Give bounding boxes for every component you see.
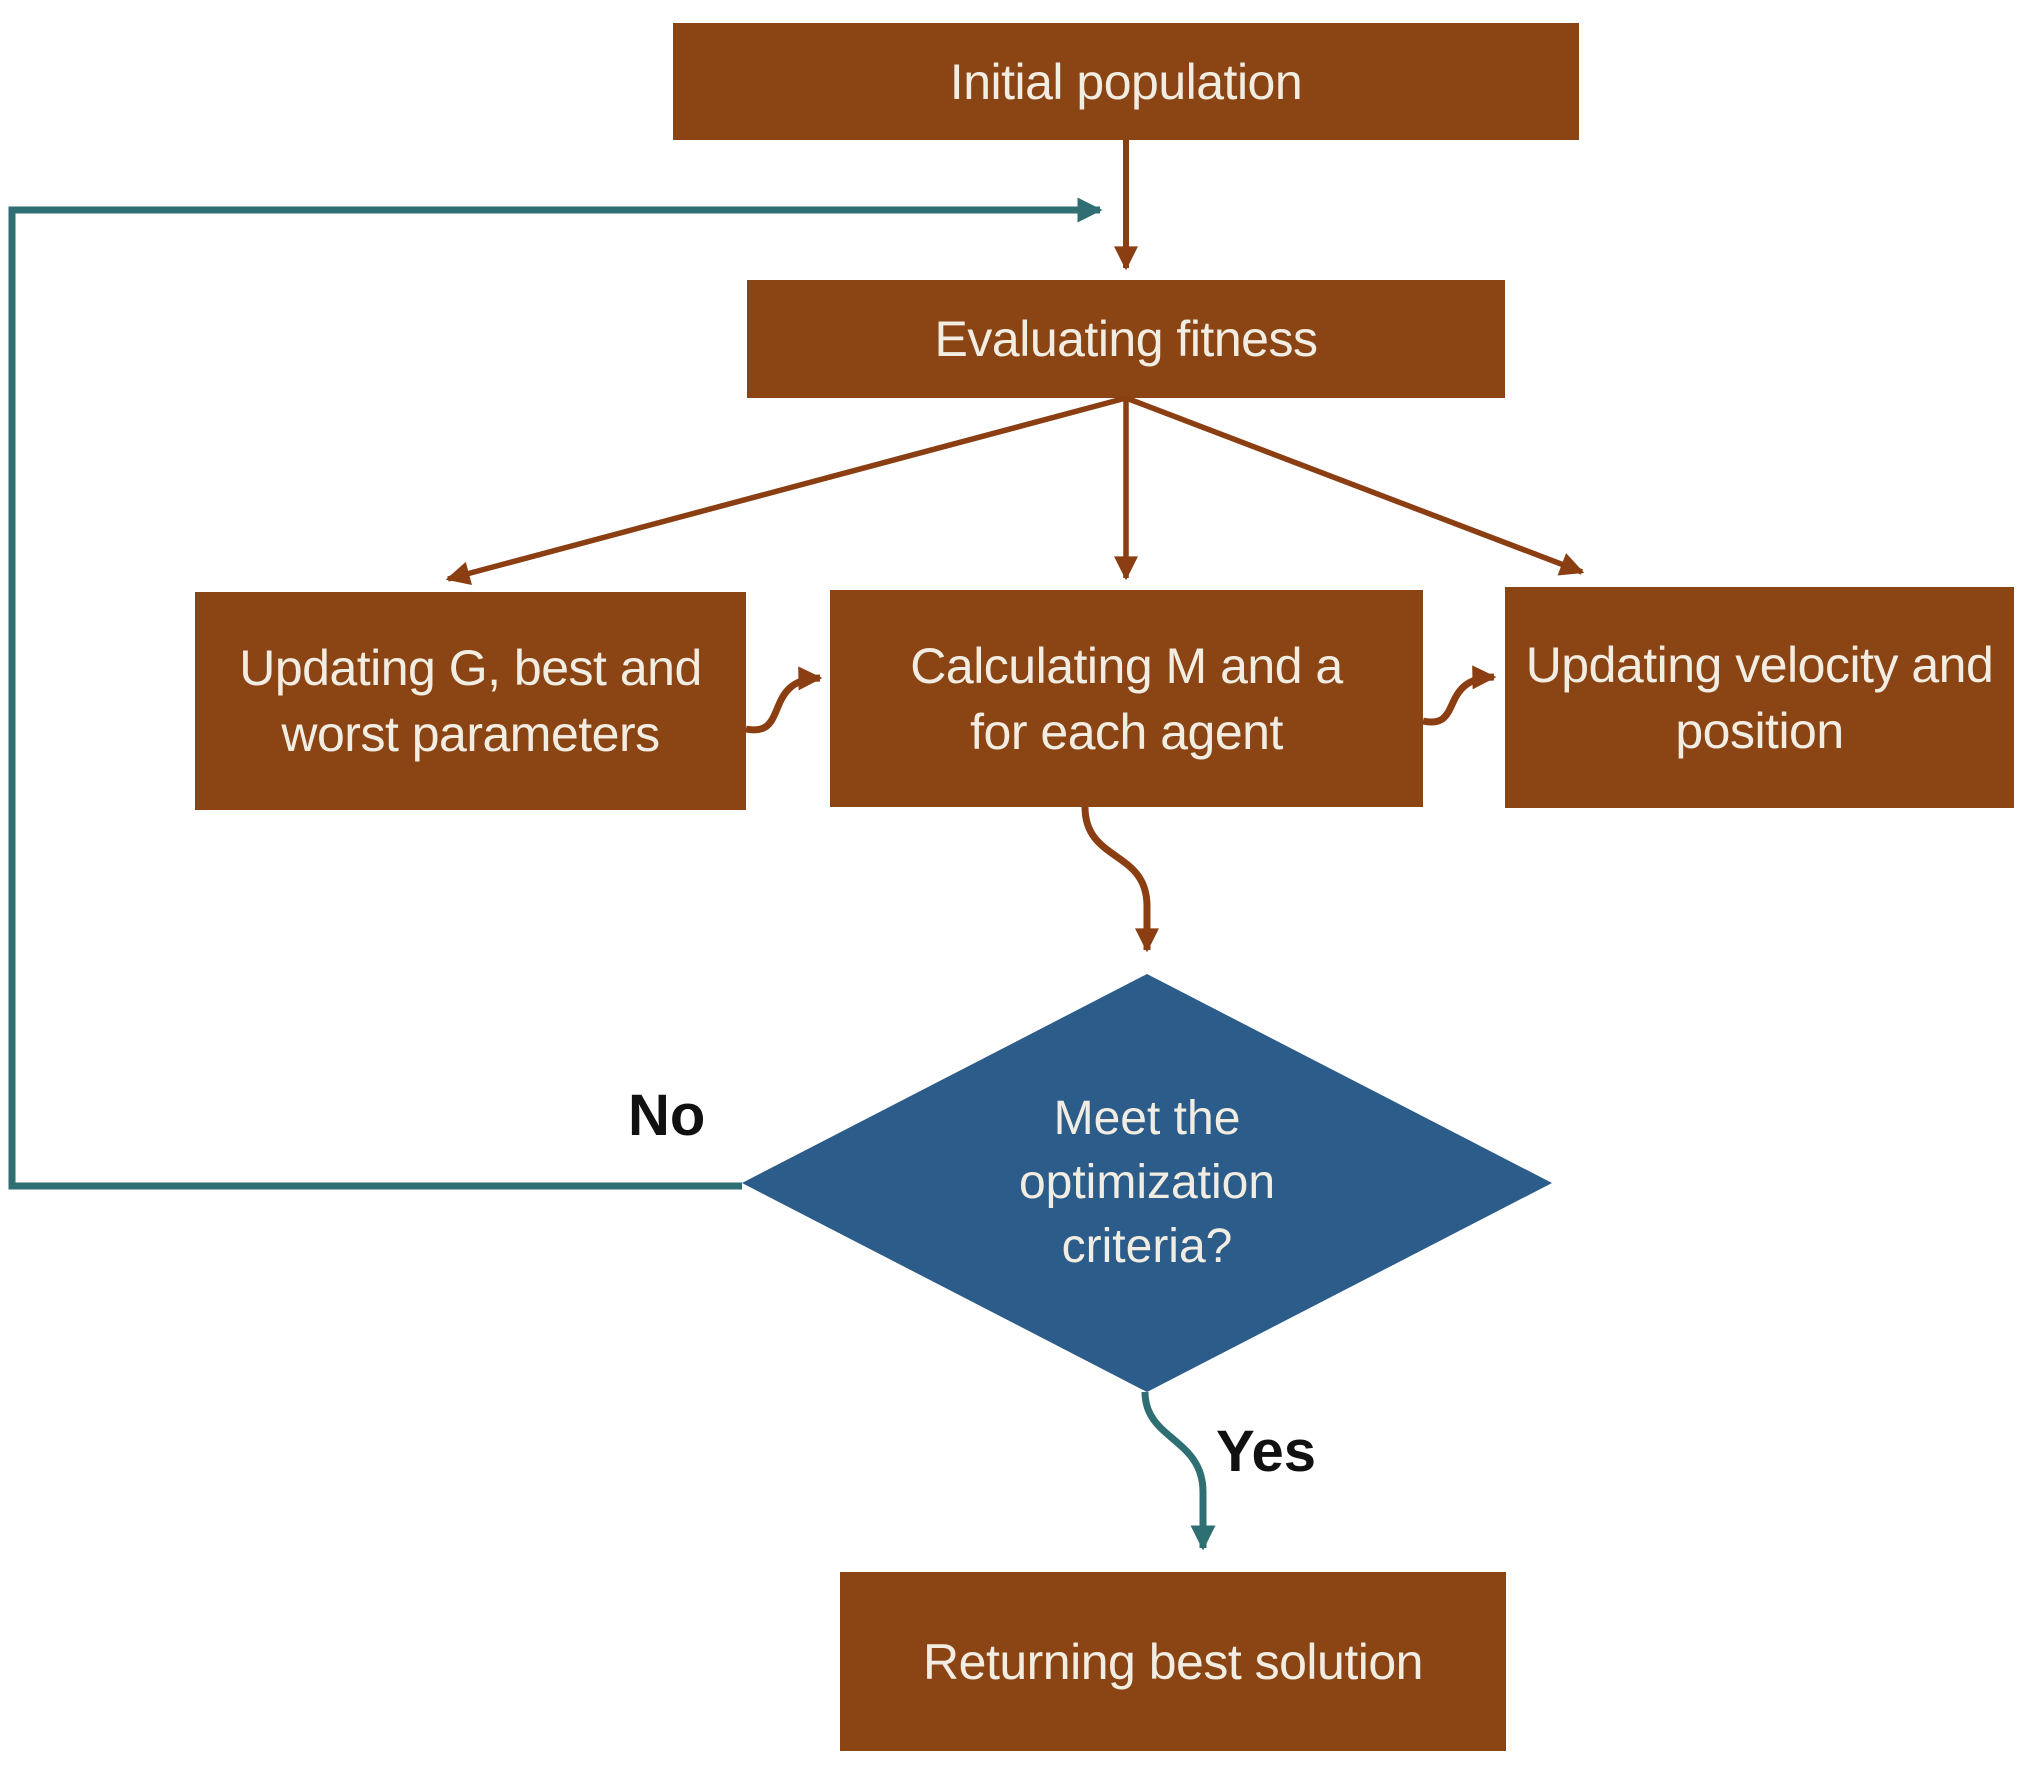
node-evaluating-fitness-label: Evaluating fitness xyxy=(934,311,1318,367)
node-updating-velocity-position-label: Updating velocity and position xyxy=(1525,636,1994,759)
node-returning-best-solution: Returning best solution xyxy=(840,1572,1506,1751)
flow-evaluating-to-updating-velocity xyxy=(1125,395,1585,576)
node-returning-best-solution-label: Returning best solution xyxy=(923,1633,1423,1690)
node-calculating-m-a-label: Calculating M and a for each agent xyxy=(910,637,1343,760)
node-updating-velocity-position: Updating velocity and position xyxy=(1505,587,2014,808)
flow-decision-yes xyxy=(1141,1391,1216,1551)
edge-label-no: No xyxy=(628,1083,706,1148)
node-updating-g-parameters: Updating G, best and worst parameters xyxy=(195,592,746,810)
flow-evaluating-to-updating-g xyxy=(445,395,1127,586)
edge-label-yes: Yes xyxy=(1216,1419,1316,1484)
node-calculating-m-a: Calculating M and a for each agent xyxy=(830,590,1423,807)
node-initial-population-label: Initial population xyxy=(949,53,1303,110)
node-decision-label: Meet the optimization criteria? xyxy=(1018,1091,1276,1274)
node-decision-diamond: Meet the optimization criteria? xyxy=(742,974,1552,1392)
flow-calculating-m-to-decision xyxy=(1081,806,1159,953)
node-initial-population: Initial population xyxy=(673,23,1579,140)
flow-updating-g-to-calculating-m xyxy=(745,666,823,734)
flow-calculating-m-to-updating-velocity xyxy=(1422,665,1497,726)
node-updating-g-parameters-label: Updating G, best and worst parameters xyxy=(239,640,702,762)
node-evaluating-fitness: Evaluating fitness xyxy=(747,280,1505,398)
